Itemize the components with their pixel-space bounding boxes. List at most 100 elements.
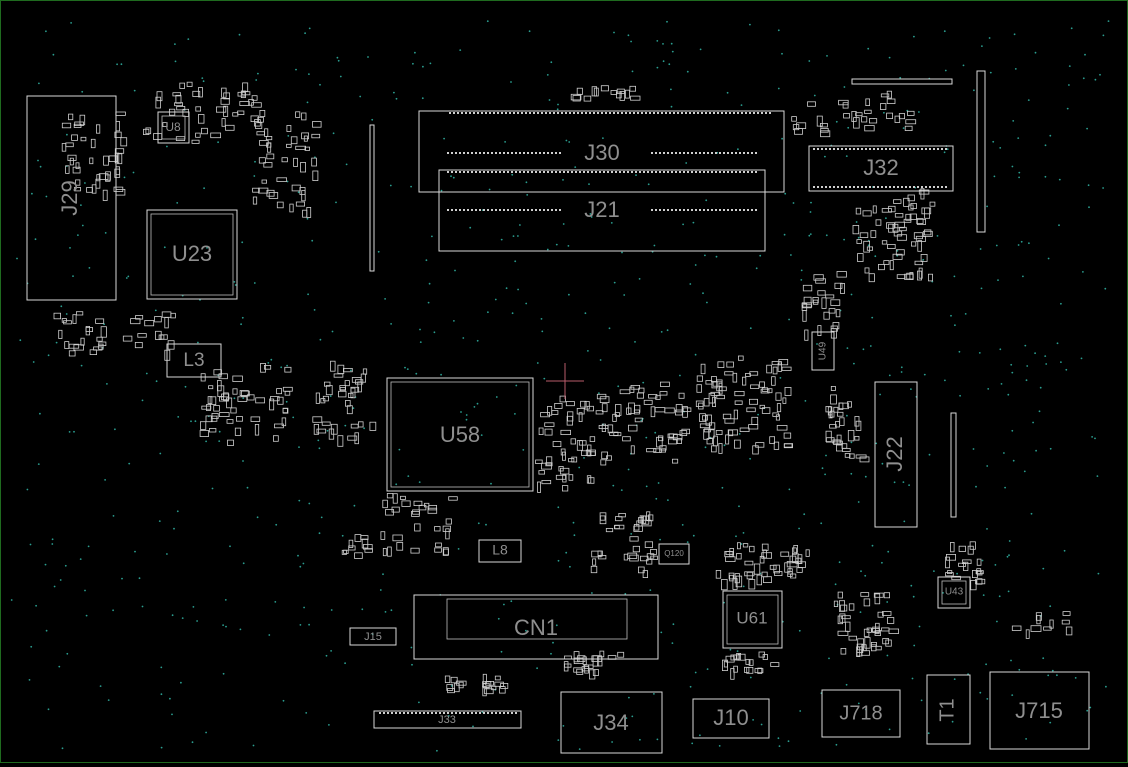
passive-part bbox=[213, 405, 220, 412]
passive-part bbox=[560, 429, 572, 435]
via-dot bbox=[886, 601, 889, 603]
via-dot bbox=[184, 385, 187, 388]
component-U23[interactable] bbox=[146, 209, 238, 300]
passive-part bbox=[703, 398, 710, 407]
passive-part bbox=[1035, 612, 1042, 621]
passive-part bbox=[312, 121, 322, 128]
component-J29[interactable] bbox=[26, 95, 117, 301]
passive-part bbox=[242, 82, 249, 92]
via-dot bbox=[1066, 107, 1069, 110]
component-U8[interactable] bbox=[157, 111, 190, 144]
via-dot bbox=[980, 287, 983, 290]
passive-part bbox=[629, 386, 635, 393]
passive-part bbox=[733, 665, 738, 673]
via-dot bbox=[379, 589, 382, 591]
passive-part bbox=[728, 429, 734, 437]
via-dot bbox=[1044, 175, 1047, 178]
passive-part bbox=[751, 416, 759, 425]
component-J10[interactable] bbox=[692, 698, 770, 739]
component-U43[interactable] bbox=[937, 576, 971, 609]
passive-part bbox=[797, 554, 803, 565]
passive-part bbox=[588, 477, 595, 484]
via-dot bbox=[205, 440, 208, 443]
via-dot bbox=[418, 701, 420, 704]
passive-part bbox=[873, 592, 884, 598]
via-dot bbox=[630, 40, 632, 43]
passive-part bbox=[855, 454, 867, 459]
via-dot bbox=[1070, 27, 1073, 30]
via-dot bbox=[1099, 73, 1101, 76]
component-J21[interactable] bbox=[438, 169, 766, 252]
via-dot bbox=[681, 524, 684, 526]
via-dot bbox=[660, 631, 663, 634]
component-J15[interactable] bbox=[349, 627, 397, 646]
via-dot bbox=[240, 323, 243, 326]
via-dot bbox=[233, 397, 236, 400]
via-dot bbox=[834, 583, 837, 586]
component-U58[interactable] bbox=[386, 377, 534, 492]
via-dot bbox=[918, 625, 921, 628]
passive-part bbox=[726, 361, 734, 368]
passive-part bbox=[354, 552, 363, 559]
via-dot bbox=[1027, 99, 1030, 101]
component-J32[interactable] bbox=[808, 145, 954, 192]
passive-part bbox=[920, 253, 928, 262]
passive-part bbox=[237, 91, 246, 97]
passive-part bbox=[682, 407, 692, 412]
via-dot bbox=[704, 254, 706, 257]
passive-part bbox=[552, 441, 562, 447]
via-dot bbox=[986, 698, 989, 700]
component-J718[interactable] bbox=[821, 689, 901, 738]
via-dot bbox=[452, 176, 455, 179]
passive-part bbox=[597, 550, 603, 557]
component-J22[interactable] bbox=[874, 381, 918, 528]
passive-part bbox=[350, 386, 360, 393]
component-CN1[interactable] bbox=[413, 594, 659, 660]
via-dot bbox=[981, 45, 983, 47]
component-L8[interactable] bbox=[478, 539, 522, 563]
passive-part bbox=[227, 439, 234, 446]
passive-part bbox=[93, 346, 103, 351]
passive-part bbox=[840, 604, 848, 612]
via-dot bbox=[879, 393, 881, 396]
component-Q120[interactable] bbox=[658, 543, 690, 565]
via-dot bbox=[647, 183, 650, 186]
via-dot bbox=[821, 467, 824, 470]
passive-part bbox=[668, 438, 677, 445]
passive-part bbox=[623, 553, 629, 561]
via-dot bbox=[180, 681, 182, 684]
via-dot bbox=[511, 312, 514, 315]
component-J33[interactable] bbox=[373, 710, 522, 729]
passive-part bbox=[849, 453, 855, 459]
component-J715[interactable] bbox=[989, 671, 1090, 750]
passive-part bbox=[239, 390, 249, 396]
passive-part bbox=[120, 137, 128, 147]
passive-part bbox=[570, 438, 576, 445]
via-dot bbox=[481, 711, 484, 713]
via-dot bbox=[330, 609, 333, 611]
via-dot bbox=[987, 388, 990, 390]
passive-part bbox=[762, 549, 767, 559]
via-dot bbox=[568, 141, 571, 143]
u23-inner bbox=[150, 213, 234, 296]
component-U49[interactable] bbox=[811, 331, 835, 371]
via-dot bbox=[500, 238, 503, 241]
via-dot bbox=[1017, 137, 1020, 140]
via-dot bbox=[503, 603, 505, 606]
passive-part bbox=[766, 364, 772, 374]
via-dot bbox=[692, 221, 695, 224]
component-J30[interactable] bbox=[418, 110, 785, 193]
via-dot bbox=[760, 723, 763, 726]
via-dot bbox=[578, 748, 581, 750]
passive-part bbox=[89, 349, 97, 355]
passive-part bbox=[749, 398, 759, 405]
component-L3[interactable] bbox=[166, 343, 222, 378]
component-T1[interactable] bbox=[926, 674, 971, 745]
passive-part bbox=[570, 93, 582, 101]
component-J34[interactable] bbox=[560, 691, 663, 754]
via-dot bbox=[443, 137, 445, 140]
passive-part bbox=[134, 341, 143, 349]
via-dot bbox=[706, 301, 708, 304]
